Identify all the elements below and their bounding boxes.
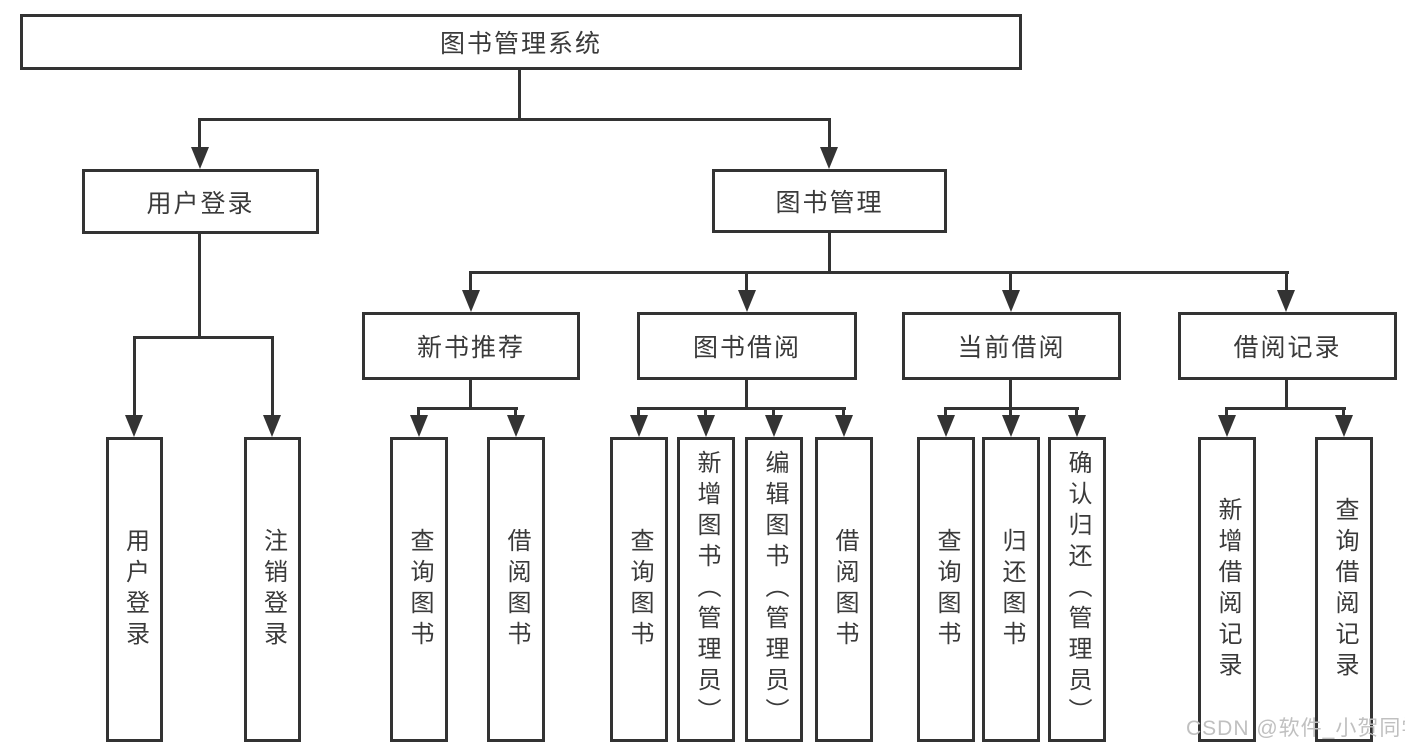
connector-new-book-rail	[417, 407, 518, 410]
node-query-book-borrow: 查询图书	[610, 437, 668, 742]
connector-book-borrow-rail	[637, 407, 846, 410]
node-add-borrow-record: 新增借阅记录	[1198, 437, 1256, 742]
connector-drop	[772, 407, 775, 417]
connector-new-book-stub	[469, 380, 472, 410]
connector-root-drop	[518, 70, 521, 118]
arrow-down-icon	[191, 147, 209, 169]
connector-level3-rail	[469, 271, 1289, 274]
connector-drop-current-borrow	[1009, 271, 1012, 292]
connector-drop	[1075, 407, 1078, 417]
arrow-down-icon	[507, 415, 525, 437]
connector-drop	[417, 407, 420, 417]
node-borrow-book-recommend: 借阅图书	[487, 437, 545, 742]
node-confirm-return-admin: 确认归还（管理员）	[1048, 437, 1106, 742]
node-query-book-current: 查询图书	[917, 437, 975, 742]
connector-drop	[1342, 407, 1345, 417]
connector-drop-login	[133, 336, 136, 417]
csdn-watermark: CSDN @软件_小贺同学	[1186, 717, 1405, 740]
node-book-borrow: 图书借阅	[637, 312, 857, 380]
arrow-down-icon	[738, 290, 756, 312]
connector-book-management-stub	[828, 233, 831, 274]
arrow-down-icon	[125, 415, 143, 437]
arrow-down-icon	[1002, 415, 1020, 437]
arrow-down-icon	[1002, 290, 1020, 312]
connector-current-borrow-stub	[1009, 380, 1012, 410]
arrow-down-icon	[630, 415, 648, 437]
node-edit-book-admin: 编辑图书（管理员）	[745, 437, 803, 742]
connector-drop-user-login	[198, 118, 201, 149]
node-new-book-recommend: 新书推荐	[362, 312, 580, 380]
arrow-down-icon	[820, 147, 838, 169]
connector-drop-book-borrow	[745, 271, 748, 292]
node-return-book: 归还图书	[982, 437, 1040, 742]
node-login: 用户登录	[106, 437, 163, 742]
node-borrow-records: 借阅记录	[1178, 312, 1397, 380]
connector-drop	[514, 407, 517, 417]
arrow-down-icon	[937, 415, 955, 437]
arrow-down-icon	[1277, 290, 1295, 312]
node-query-book-recommend: 查询图书	[390, 437, 448, 742]
arrow-down-icon	[1068, 415, 1086, 437]
node-current-borrow: 当前借阅	[902, 312, 1121, 380]
arrow-down-icon	[263, 415, 281, 437]
connector-drop	[1225, 407, 1228, 417]
connector-user-login-stub	[198, 234, 201, 339]
arrow-down-icon	[835, 415, 853, 437]
connector-borrow-records-stub	[1285, 380, 1288, 410]
connector-drop-new-book	[469, 271, 472, 292]
node-logout: 注销登录	[244, 437, 301, 742]
node-root: 图书管理系统	[20, 14, 1022, 70]
node-add-book-admin: 新增图书（管理员）	[677, 437, 735, 742]
arrow-down-icon	[697, 415, 715, 437]
node-user-login: 用户登录	[82, 169, 319, 234]
node-query-borrow-record: 查询借阅记录	[1315, 437, 1373, 742]
connector-drop-borrow-records	[1285, 271, 1288, 292]
arrow-down-icon	[1218, 415, 1236, 437]
connector-book-borrow-stub	[745, 380, 748, 410]
connector-drop	[637, 407, 640, 417]
arrow-down-icon	[410, 415, 428, 437]
connector-drop	[842, 407, 845, 417]
connector-drop	[1009, 407, 1012, 417]
arrow-down-icon	[765, 415, 783, 437]
node-borrow-book: 借阅图书	[815, 437, 873, 742]
node-book-management: 图书管理	[712, 169, 947, 233]
connector-drop-book-management	[828, 118, 831, 149]
connector-drop	[704, 407, 707, 417]
arrow-down-icon	[1335, 415, 1353, 437]
connector-borrow-records-rail	[1225, 407, 1346, 410]
connector-drop	[944, 407, 947, 417]
connector-user-login-rail	[133, 336, 274, 339]
connector-drop-logout	[271, 336, 274, 417]
arrow-down-icon	[462, 290, 480, 312]
connector-level2-rail	[198, 118, 831, 121]
